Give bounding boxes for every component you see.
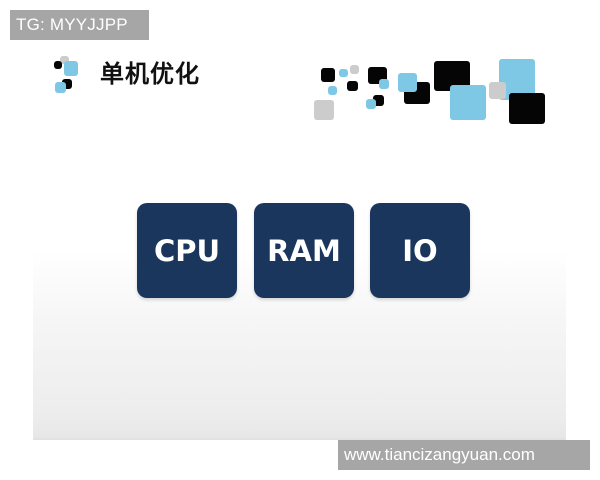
tile-ram: RAM [254, 203, 354, 298]
slide-title: 单机优化 [100, 60, 200, 88]
tile-cpu: CPU [137, 203, 237, 298]
watermark-top: TG: MYYJJPP [10, 10, 149, 40]
slide-bottom-edge [33, 438, 566, 440]
tile-io: IO [370, 203, 470, 298]
watermark-bottom: www.tiancizangyuan.com [338, 440, 590, 470]
